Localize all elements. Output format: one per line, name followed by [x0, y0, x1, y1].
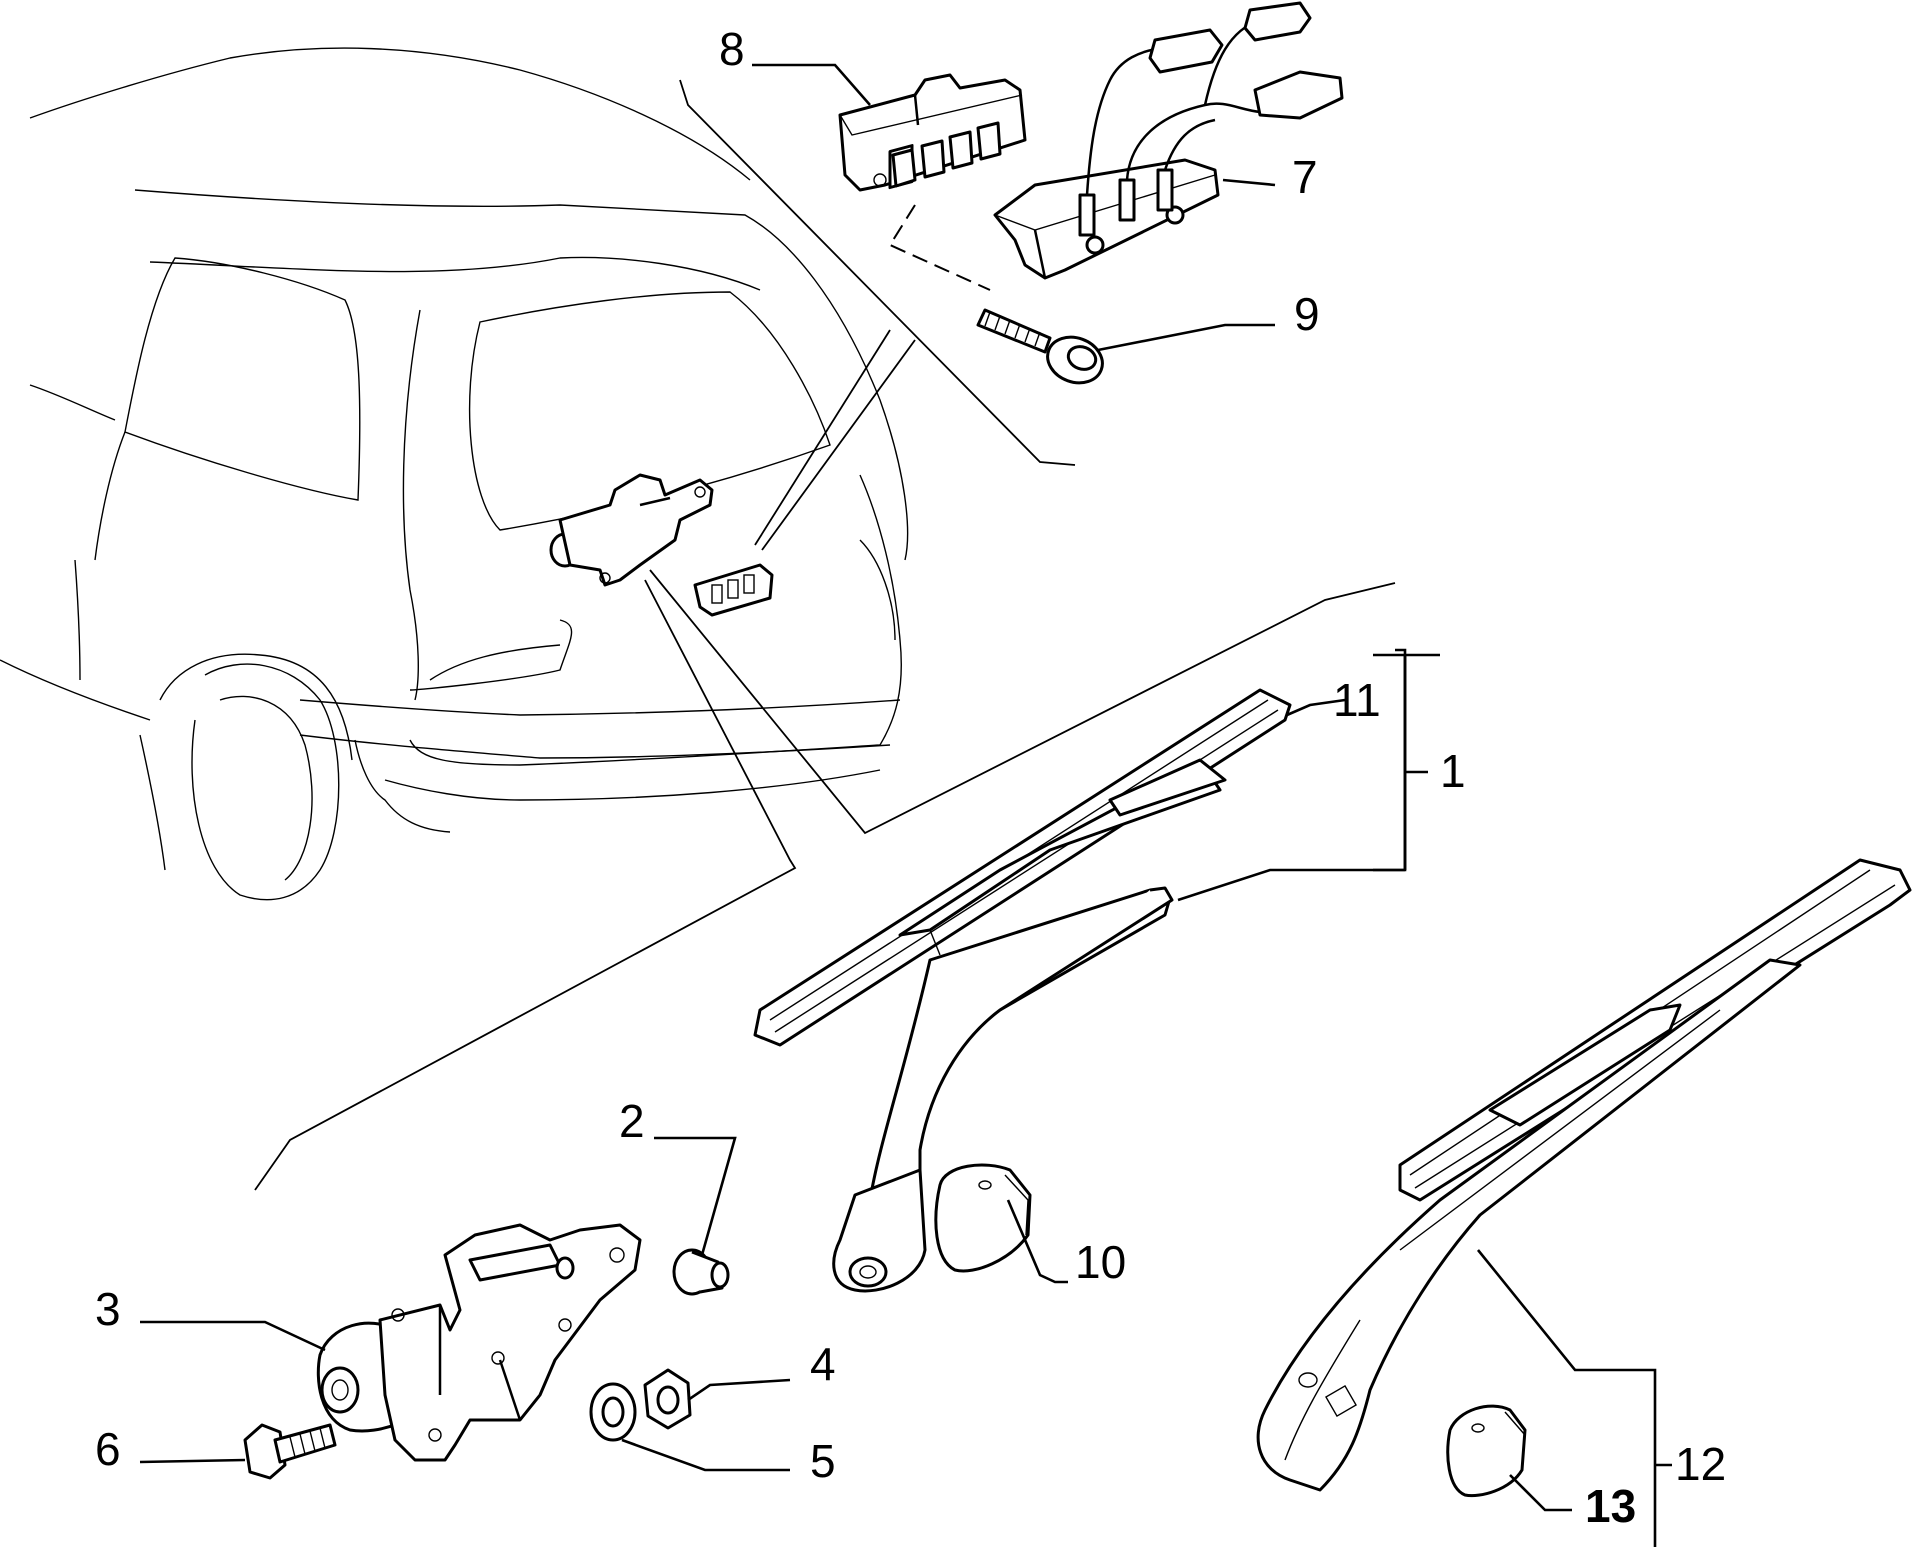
part-11-wiper-blade	[753, 688, 1292, 1047]
part-5-washer	[589, 1382, 637, 1442]
part-12-wiper-blade-right	[1398, 858, 1912, 1202]
part-12-wiper-arm-right	[1256, 958, 1802, 1492]
part-1-wiper-arm	[832, 886, 1174, 1293]
part-3-wiper-motor	[316, 1223, 642, 1462]
assembly-dash-line	[888, 204, 991, 291]
callout-12: 12	[1675, 1438, 1726, 1490]
callout-10: 10	[1075, 1236, 1126, 1288]
callout-4: 4	[810, 1338, 836, 1390]
callout-9: 9	[1294, 288, 1320, 340]
callout-6: 6	[95, 1423, 121, 1475]
part-2-bushing	[672, 1248, 730, 1296]
tailgate-motor-small	[549, 473, 714, 587]
part-9-screw	[976, 308, 1104, 385]
callout-5: 5	[810, 1435, 836, 1487]
callout-numbers: 8 7 9 11 1 10 12 13 2 3 4 5 6	[95, 23, 1726, 1532]
part-7-switch-harness	[993, 1, 1344, 280]
part-6-bolt	[243, 1423, 337, 1480]
callout-8: 8	[719, 23, 745, 75]
part-13-cap	[1446, 1404, 1527, 1498]
detail-frame-lines	[254, 79, 1396, 1191]
callout-1: 1	[1440, 745, 1466, 797]
callout-11: 11	[1333, 674, 1381, 726]
callout-13: 13	[1585, 1480, 1636, 1532]
part-8-switch-cover	[838, 73, 1027, 192]
car-rear-outline	[0, 47, 909, 901]
part-4-nut	[643, 1368, 692, 1430]
callout-3: 3	[95, 1283, 121, 1335]
callout-7: 7	[1292, 151, 1318, 203]
tailgate-switch-small	[693, 563, 774, 617]
part-10-cap	[934, 1163, 1032, 1273]
callout-2: 2	[619, 1095, 645, 1147]
leader-lines	[139, 63, 1672, 1547]
